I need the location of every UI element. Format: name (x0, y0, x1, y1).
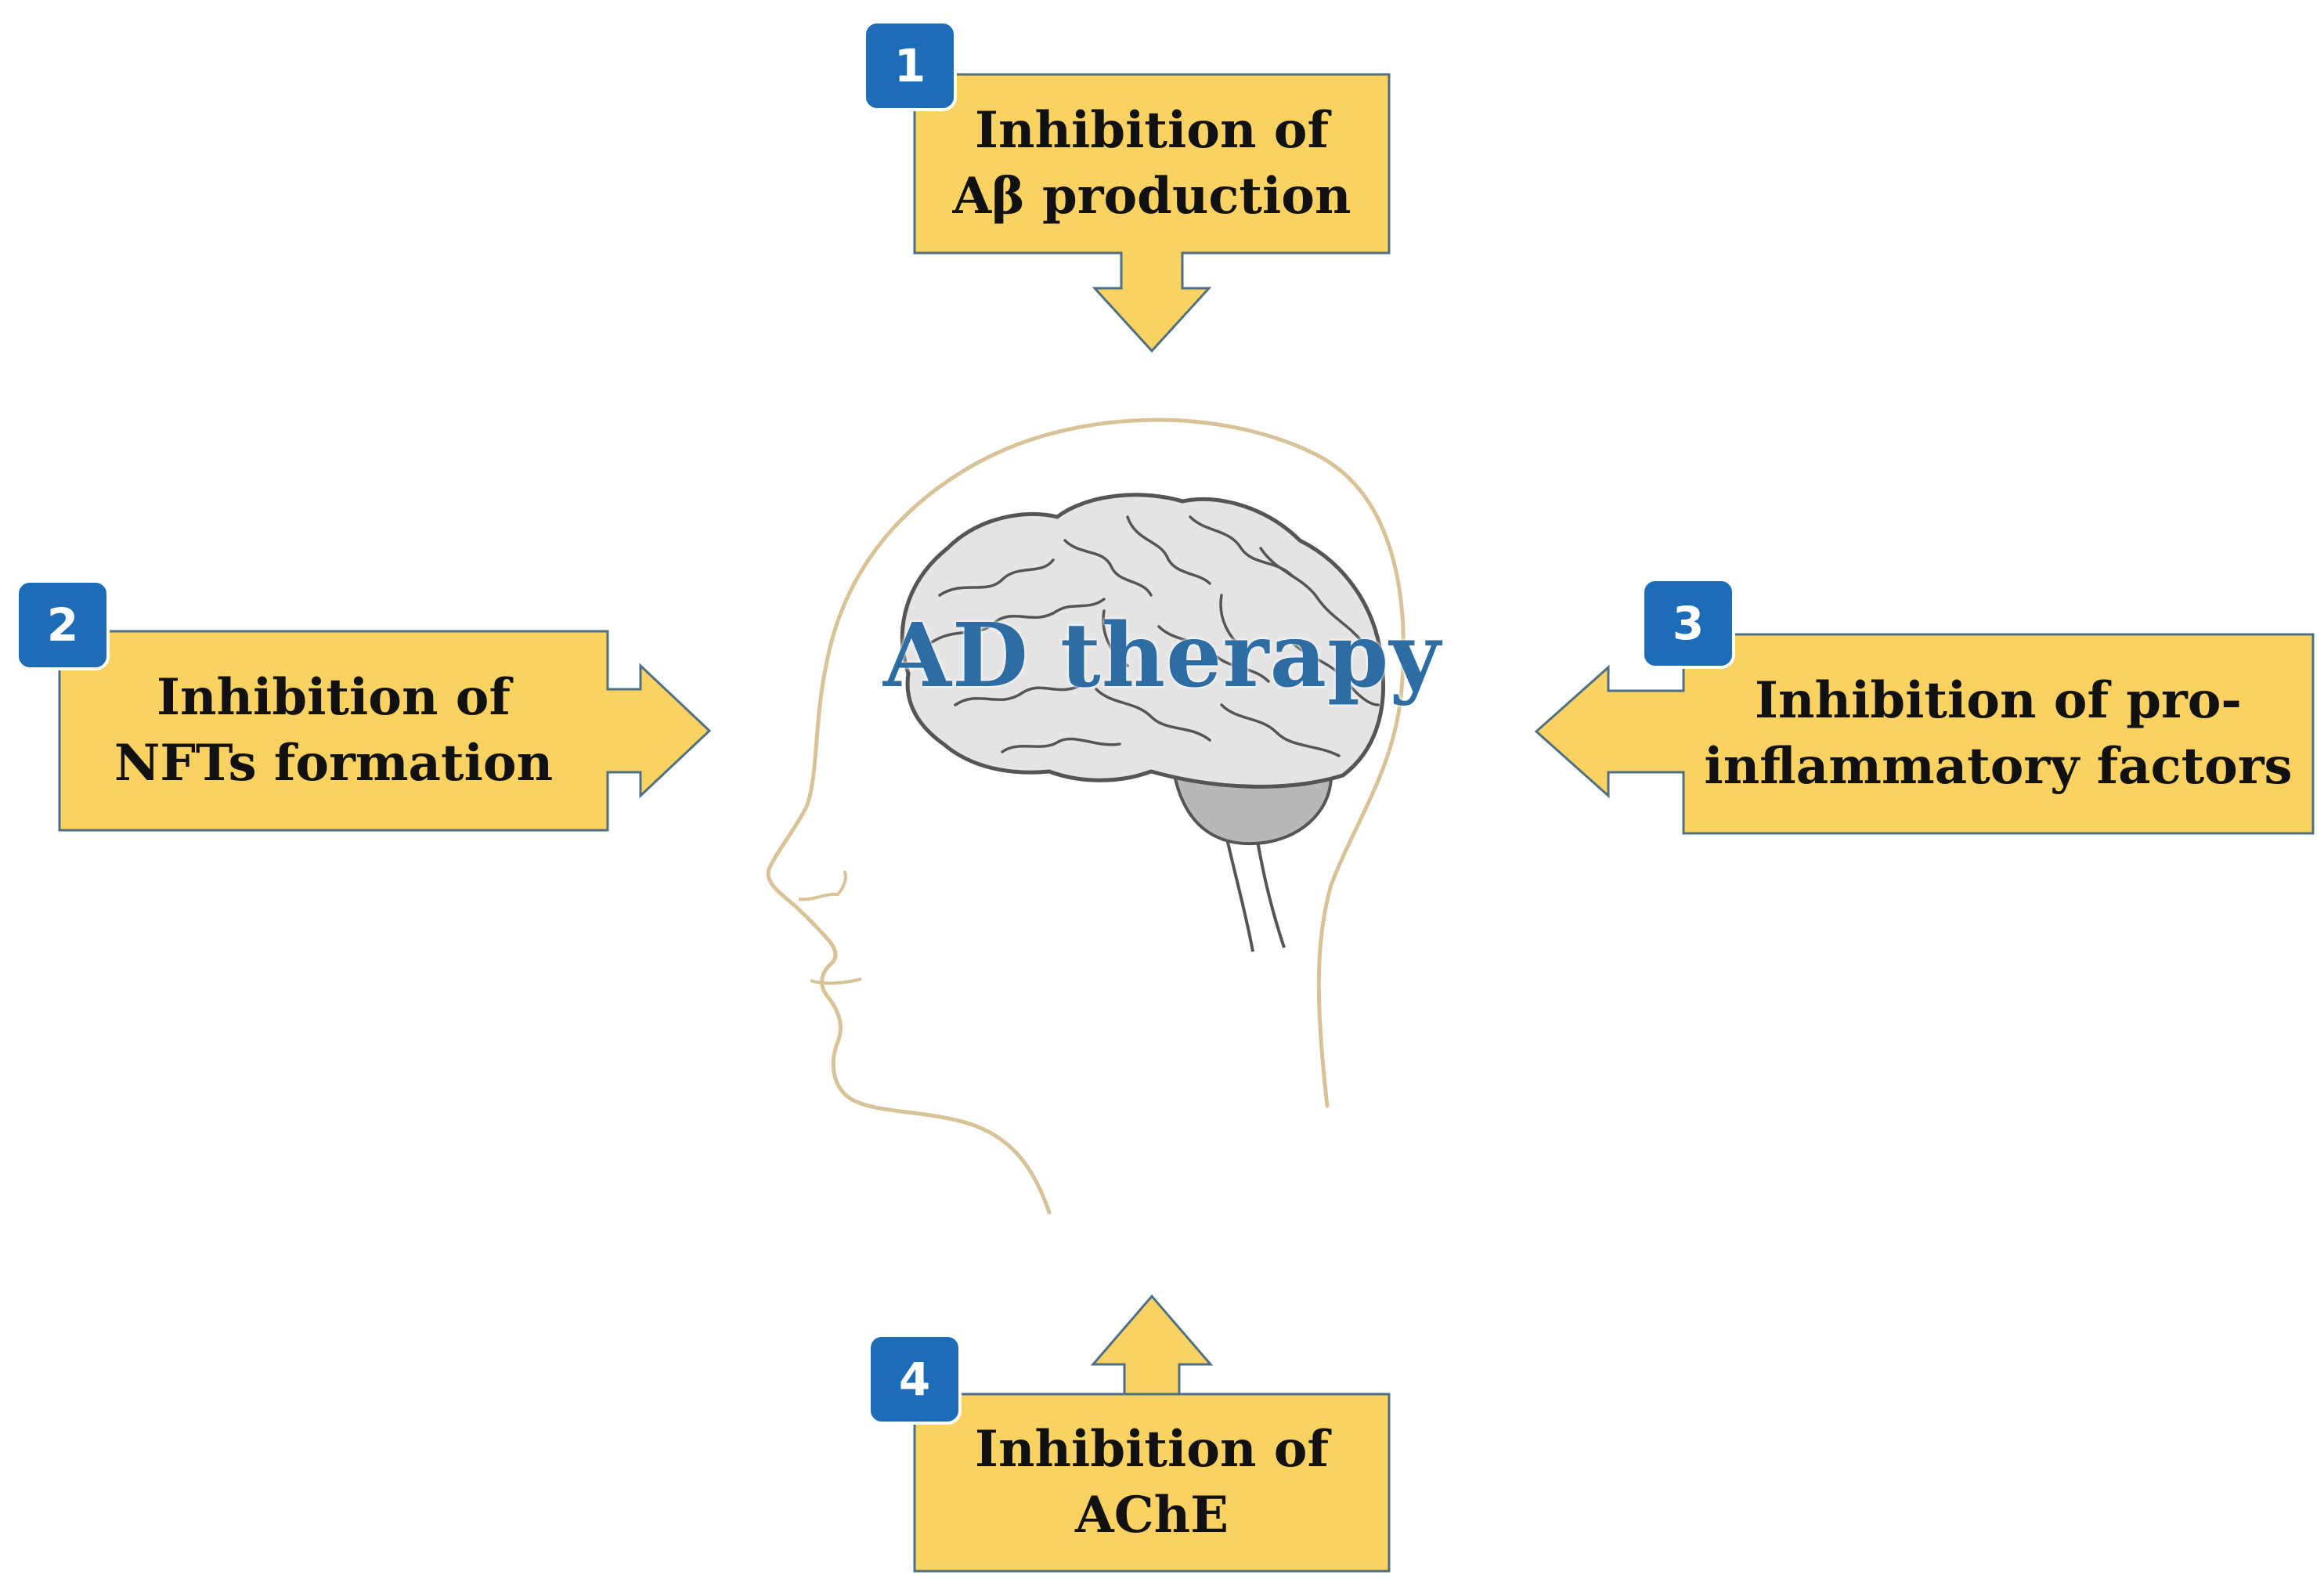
callout-shape-2 (58, 630, 712, 832)
center-title: AD therapy (883, 605, 1442, 707)
target-label-1-line-1: Inhibition of (975, 100, 1329, 160)
target-label-4-line-1: Inhibition of (975, 1419, 1329, 1479)
mouth-detail (810, 977, 862, 985)
target-label-2: Inhibition of NFTs formation (60, 631, 608, 830)
badge-number-4: 4 (898, 1353, 931, 1406)
badge-2 (16, 580, 110, 670)
target-label-2-line-1: Inhibition of (157, 667, 511, 727)
target-label-2-line-2: NFTs formation (114, 734, 554, 793)
badge-number-1: 1 (893, 39, 926, 92)
badge-4 (868, 1334, 962, 1425)
head-outline (766, 417, 1406, 1215)
target-label-4: Inhibition of AChE (915, 1394, 1389, 1571)
brain-folds (930, 515, 1380, 757)
callout-shape-4 (913, 1294, 1391, 1573)
badge-1 (863, 20, 957, 111)
target-label-3: Inhibition of pro- inflammatory factors (1683, 634, 2313, 833)
target-label-4-line-2: AChE (1075, 1486, 1229, 1544)
target-label-3-line-2: inflammatory factors (1704, 737, 2293, 796)
badge-number-3: 3 (1672, 597, 1705, 650)
callout-shape-1 (913, 73, 1391, 353)
target-label-3-line-1: Inhibition of pro- (1755, 670, 2242, 730)
target-label-1-line-2: Aβ production (952, 167, 1351, 226)
target-label-1: Inhibition of Aβ production (915, 74, 1389, 253)
brain (900, 493, 1386, 789)
callout-shape-3 (1534, 633, 2315, 835)
badge-3 (1641, 578, 1735, 669)
nose-detail (798, 869, 847, 901)
badge-number-2: 2 (46, 598, 79, 652)
